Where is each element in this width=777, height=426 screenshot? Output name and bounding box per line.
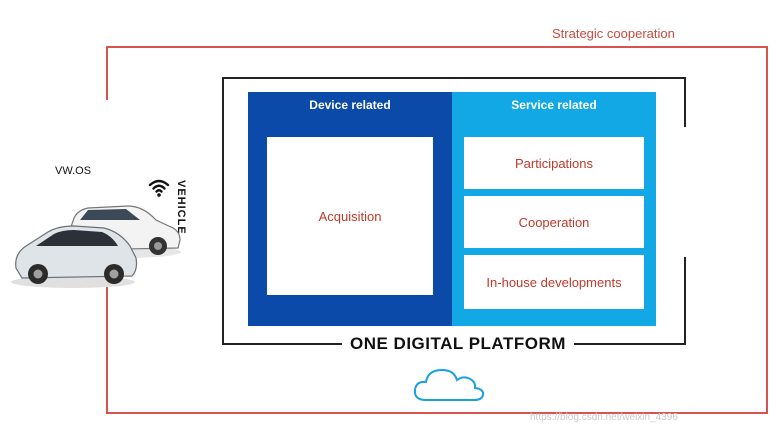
- watermark-url: https://blog.csdn.net/weixin_4396: [530, 412, 678, 423]
- in-house-developments-box: In-house developments: [464, 255, 644, 309]
- cars-illustration: [8, 190, 188, 295]
- wifi-icon: [148, 178, 170, 203]
- service-related-column: Service related Participations Cooperati…: [452, 92, 656, 326]
- acquisition-box: Acquisition: [267, 137, 433, 295]
- device-related-title: Device related: [309, 98, 391, 112]
- service-related-title: Service related: [511, 98, 597, 112]
- vehicle-label: VEHICLE: [175, 180, 187, 235]
- car-icon: [11, 225, 138, 288]
- cloud-icon: [412, 364, 486, 409]
- strategic-cooperation-label: Strategic cooperation: [548, 26, 679, 41]
- platform-label: ONE DIGITAL PLATFORM: [342, 334, 574, 354]
- participations-box: Participations: [464, 137, 644, 189]
- vw-os-label: VW.OS: [55, 165, 92, 177]
- cooperation-box: Cooperation: [464, 196, 644, 248]
- device-related-column: Device related Acquisition: [248, 92, 452, 326]
